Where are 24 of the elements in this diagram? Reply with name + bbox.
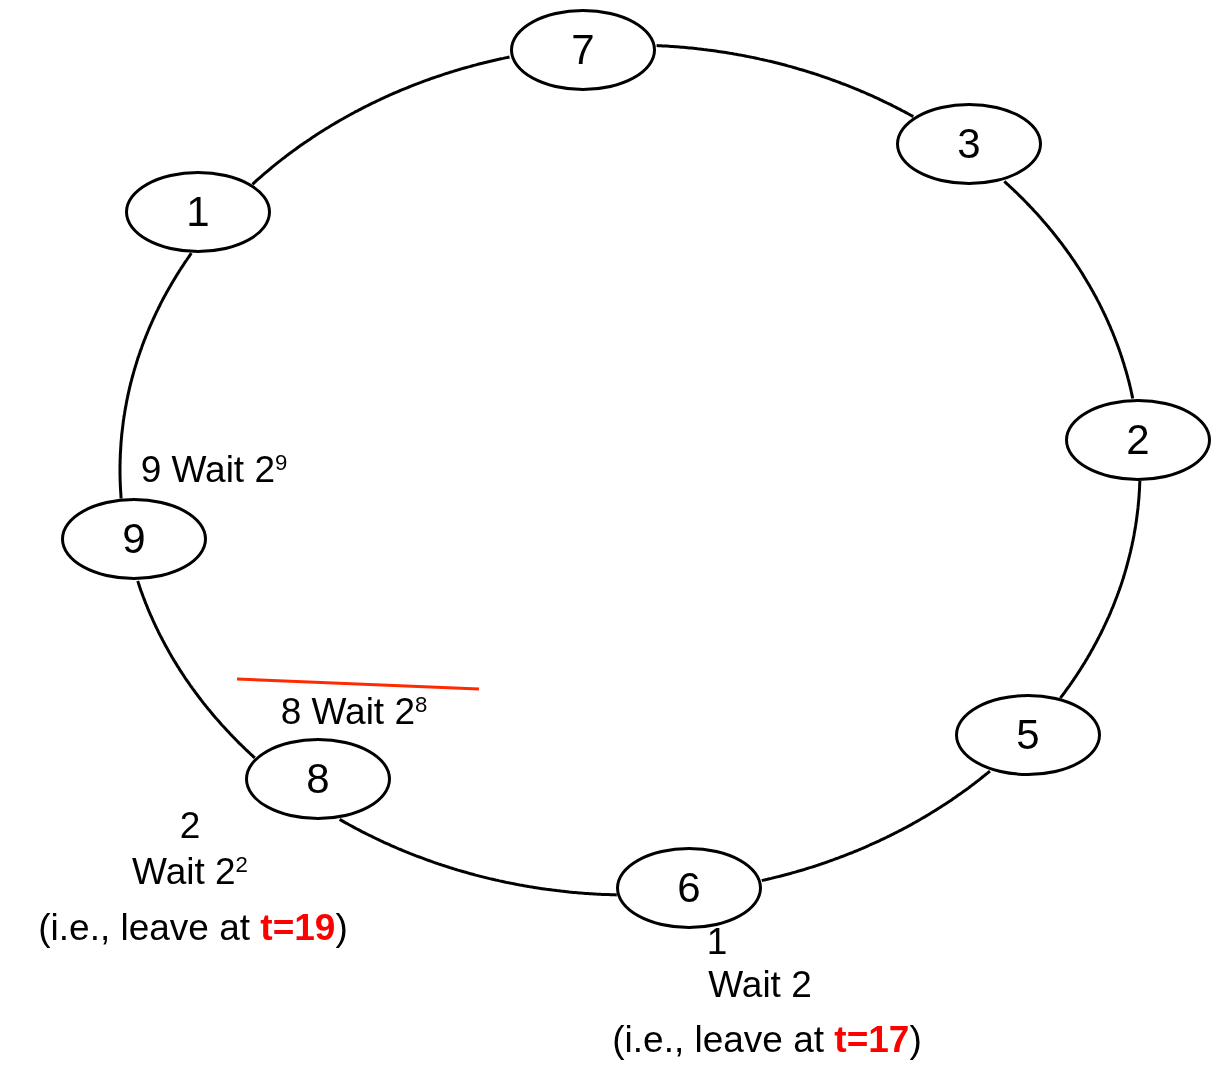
node-number: 2 [1126, 419, 1150, 461]
annotation-text: 2 [179, 806, 201, 847]
annotation-text: 8 Wait 2$^{8}$ [280, 692, 428, 733]
node-number: 9 [122, 518, 146, 560]
ring-connector [1059, 481, 1142, 699]
node-number: 3 [957, 123, 981, 165]
ring-connector [136, 580, 256, 759]
annotation-text: 1 [706, 922, 728, 963]
node-number: 6 [677, 867, 701, 909]
ring-connector [338, 818, 617, 897]
ring-connector [118, 252, 193, 499]
annotation-text: 9 Wait 2$^{9}$ [140, 450, 288, 491]
node-number: 1 [186, 191, 210, 233]
node-number: 8 [306, 758, 330, 800]
ring-connector [1003, 180, 1135, 399]
annotation-text: Wait 2$^{2}$ [132, 852, 248, 893]
ring-connector [761, 769, 991, 883]
ring-connector [251, 55, 510, 186]
node-number: 5 [1016, 714, 1040, 756]
annotation-text: Wait 2 [708, 965, 812, 1006]
node-number: 7 [571, 29, 595, 71]
annotation-text: (i.e., leave at t=17) [612, 1020, 922, 1061]
ring-connector [656, 44, 915, 118]
annotation-text: (i.e., leave at t=19) [38, 908, 348, 949]
